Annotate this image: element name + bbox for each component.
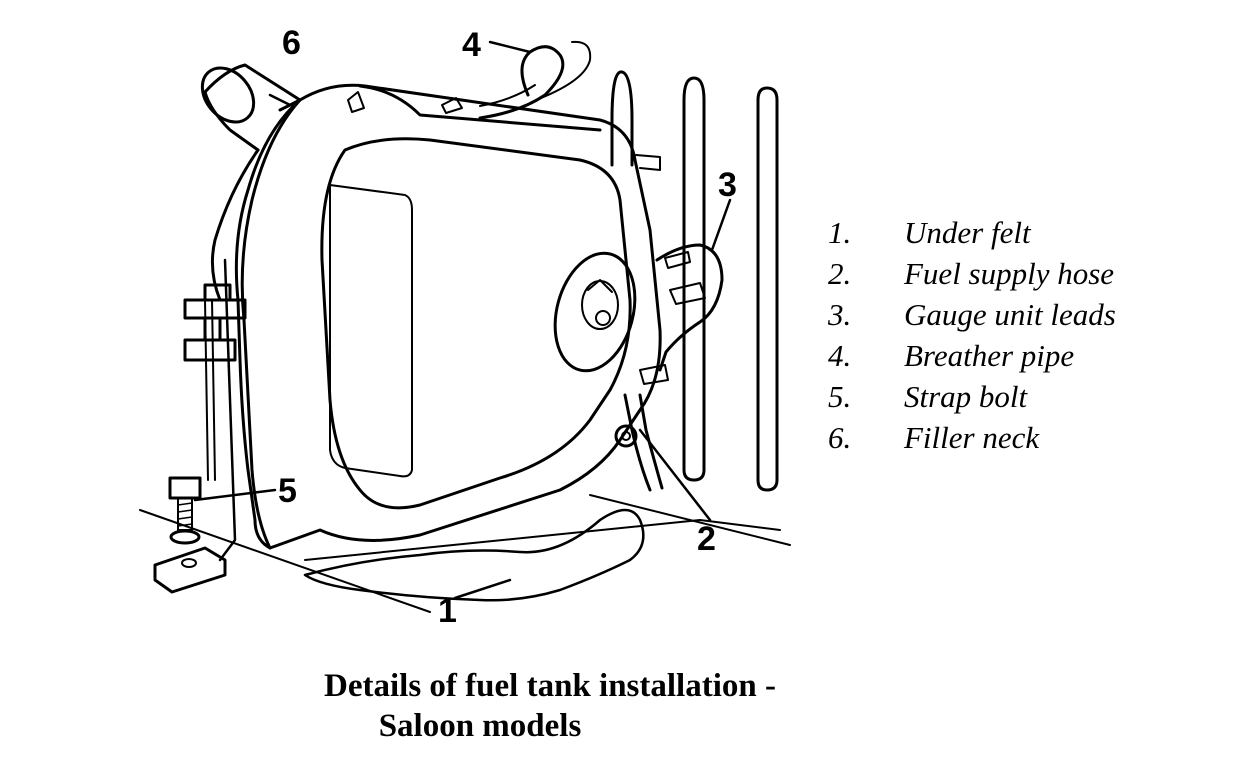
body-rails (610, 70, 779, 492)
legend-number: 3. (828, 297, 852, 332)
callout-3: 3 (718, 166, 737, 204)
caption-line-1: Details of fuel tank installation - (324, 668, 776, 704)
fuel-tank (210, 83, 662, 550)
gauge-unit (553, 251, 637, 373)
legend-item: 2. Fuel supply hose (828, 253, 1116, 294)
parts-legend: 1. Under felt 2. Fuel supply hose 3. Gau… (828, 212, 1116, 458)
leader-lines (193, 40, 732, 600)
strap-bracket-upper (183, 283, 247, 362)
strap-bolt (153, 476, 227, 594)
legend-label: Strap bolt (904, 379, 1028, 414)
caption-line-2: Saloon models (378, 708, 582, 744)
legend-label: Breather pipe (904, 338, 1075, 373)
legend-label: Gauge unit leads (904, 297, 1116, 332)
legend-item: 5. Strap bolt (828, 376, 1116, 417)
floor (139, 494, 791, 613)
filler-neck (200, 63, 302, 152)
under-felt (303, 508, 645, 602)
legend-number: 5. (828, 379, 852, 414)
legend-number: 4. (828, 338, 852, 373)
callout-6: 6 (282, 24, 301, 62)
callout-2: 2 (697, 520, 716, 558)
legend-number: 2. (828, 256, 852, 291)
gauge-leads (639, 243, 724, 385)
legend-item: 3. Gauge unit leads (828, 294, 1116, 335)
callout-1: 1 (438, 592, 457, 630)
fuel-supply-hose (614, 393, 664, 492)
legend-item: 4. Breather pipe (828, 335, 1116, 376)
legend-label: Fuel supply hose (904, 256, 1115, 291)
legend-number: 1. (828, 215, 852, 250)
legend-number: 6. (828, 420, 852, 455)
legend-label: Under felt (904, 215, 1031, 250)
legend-label: Filler neck (904, 420, 1040, 455)
callout-4: 4 (462, 26, 481, 64)
legend-item: 6. Filler neck (828, 417, 1116, 458)
breather-pipe (478, 40, 592, 120)
legend-item: 1. Under felt (828, 212, 1116, 253)
figure-caption: Details of fuel tank installation - Salo… (0, 666, 1100, 746)
callout-5: 5 (278, 472, 297, 510)
mounting-strap (204, 258, 237, 562)
